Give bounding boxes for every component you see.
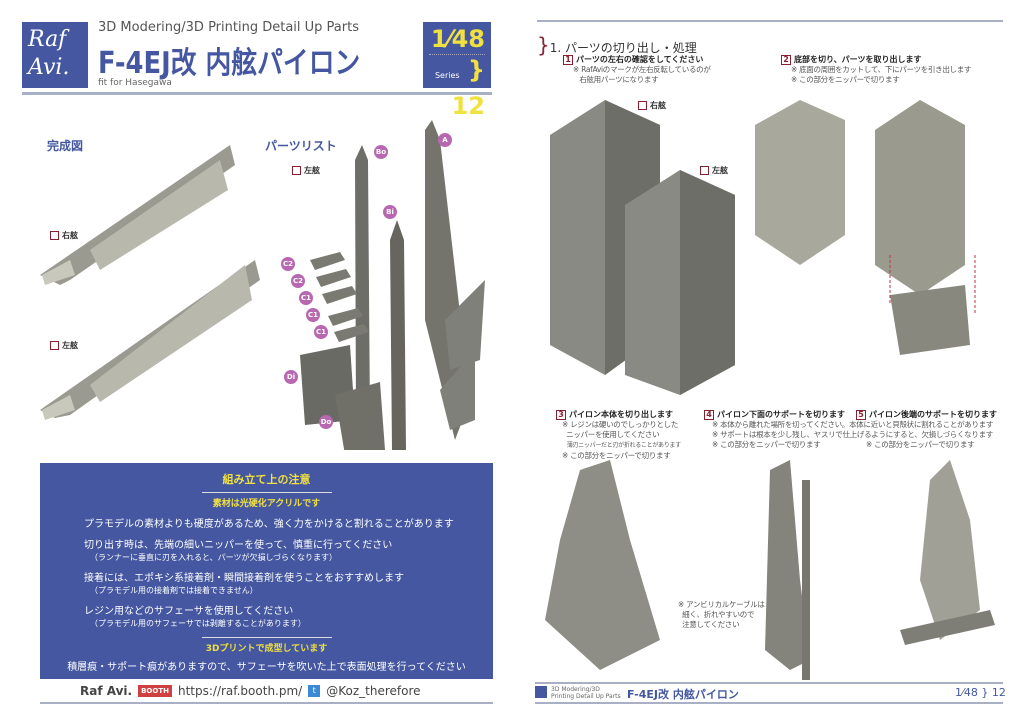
notice-title: 組み立て上の注意 [222,473,311,486]
top-divider [537,20,1003,22]
parts-illustration [300,120,485,450]
step1-illustration [550,100,735,395]
part-badge-C2: C2 [281,257,295,271]
parts-left-label: 左舷 [292,165,320,176]
header-divider [22,92,492,95]
parts-list-heading: パーツリスト [265,139,337,153]
twitter-icon: t [308,685,321,697]
footer-top-divider [535,682,1003,684]
footer-title: F-4EJ改 内舷パイロン [627,688,739,701]
footer-series: 1⁄48 } 12 [955,686,1006,699]
right-label: 右舷 [50,230,78,241]
left-footer: Raf Avi. BOOTH https://raf.booth.pm/ t @… [80,684,421,698]
step-5-note: ※ この部分をニッパーで切ります [866,440,975,449]
page-title: F-4EJ改 内舷パイロン [98,46,361,81]
series-number: 12 [451,92,485,120]
part-badge-A: A [438,133,452,147]
notice-line: レジン用などのサフェーサを使用してください（プラモデル用のサフェーサでは剥離する… [84,606,306,628]
step1-right-label: 右舷 [638,100,666,111]
cable-note: ※ アンビリカルケーブルは 細く、折れやすいので 注意してください [678,600,765,630]
step2-illustration [755,100,976,355]
series-box: 1⁄48 Series } 12 [423,22,491,120]
part-badge-C1: C1 [314,325,328,339]
part-badge-Do: Do [319,415,333,429]
completed-heading: 完成図 [47,139,84,153]
print-heading: 3Dプリントで成型しています [205,644,328,654]
print-text: 積層痕・サポート痕がありますので、サフェーサを吹いた上で表面処理を行ってください [67,662,466,673]
raf-avi-logo: Raf Avi. [22,22,88,88]
footer-logo [535,686,547,698]
material-heading: 素材は光硬化アクリルです [212,499,321,509]
twitter-handle[interactable]: @Koz_therefore [326,684,421,698]
assembly-notice-panel: 組み立て上の注意 素材は光硬化アクリルです プラモデルの素材よりも硬度があるため… [40,463,493,679]
footer-subtitle: 3D Modering/3D Printing Detail Up Parts [551,686,621,700]
fit-text: fit for Hasegawa [98,78,172,88]
section-heading: }1. パーツの切り出し・処理 [537,33,697,57]
part-badge-Bo: Bo [374,145,388,159]
completed-illustration [40,145,260,420]
notice-line: 接着には、エポキシ系接着剤・瞬間接着剤を使うことをおすすめします（プラモデル用の… [84,573,404,595]
brand-name: Raf Avi. [80,684,133,698]
booth-logo: BOOTH [138,685,172,697]
footer-divider [40,702,493,704]
step1-left-label: 左舷 [700,165,728,176]
part-badge-Di: Di [284,370,298,384]
part-badge-C2: C2 [291,274,305,288]
notice-line: プラモデルの素材よりも硬度があるため、強く力をかけると割れることがあります [84,519,454,530]
series-label: Series [434,71,460,80]
part-badge-C1: C1 [306,308,320,322]
part-badge-Bi: Bi [383,205,397,219]
left-label: 左舷 [50,340,78,351]
booth-link[interactable]: https://raf.booth.pm/ [177,684,303,698]
subtitle: 3D Modering/3D Printing Detail Up Parts [98,20,359,35]
footer-bottom-divider [535,702,1003,704]
scale: 1⁄48 [429,25,485,55]
steps-3-5-illustration [545,460,995,680]
notice-line: 切り出す時は、先端の細いニッパーを使って、慎重に行ってください（ランナーに垂直に… [84,540,393,562]
part-badge-C1: C1 [299,291,313,305]
logo-text: Raf Avi. [28,27,70,80]
